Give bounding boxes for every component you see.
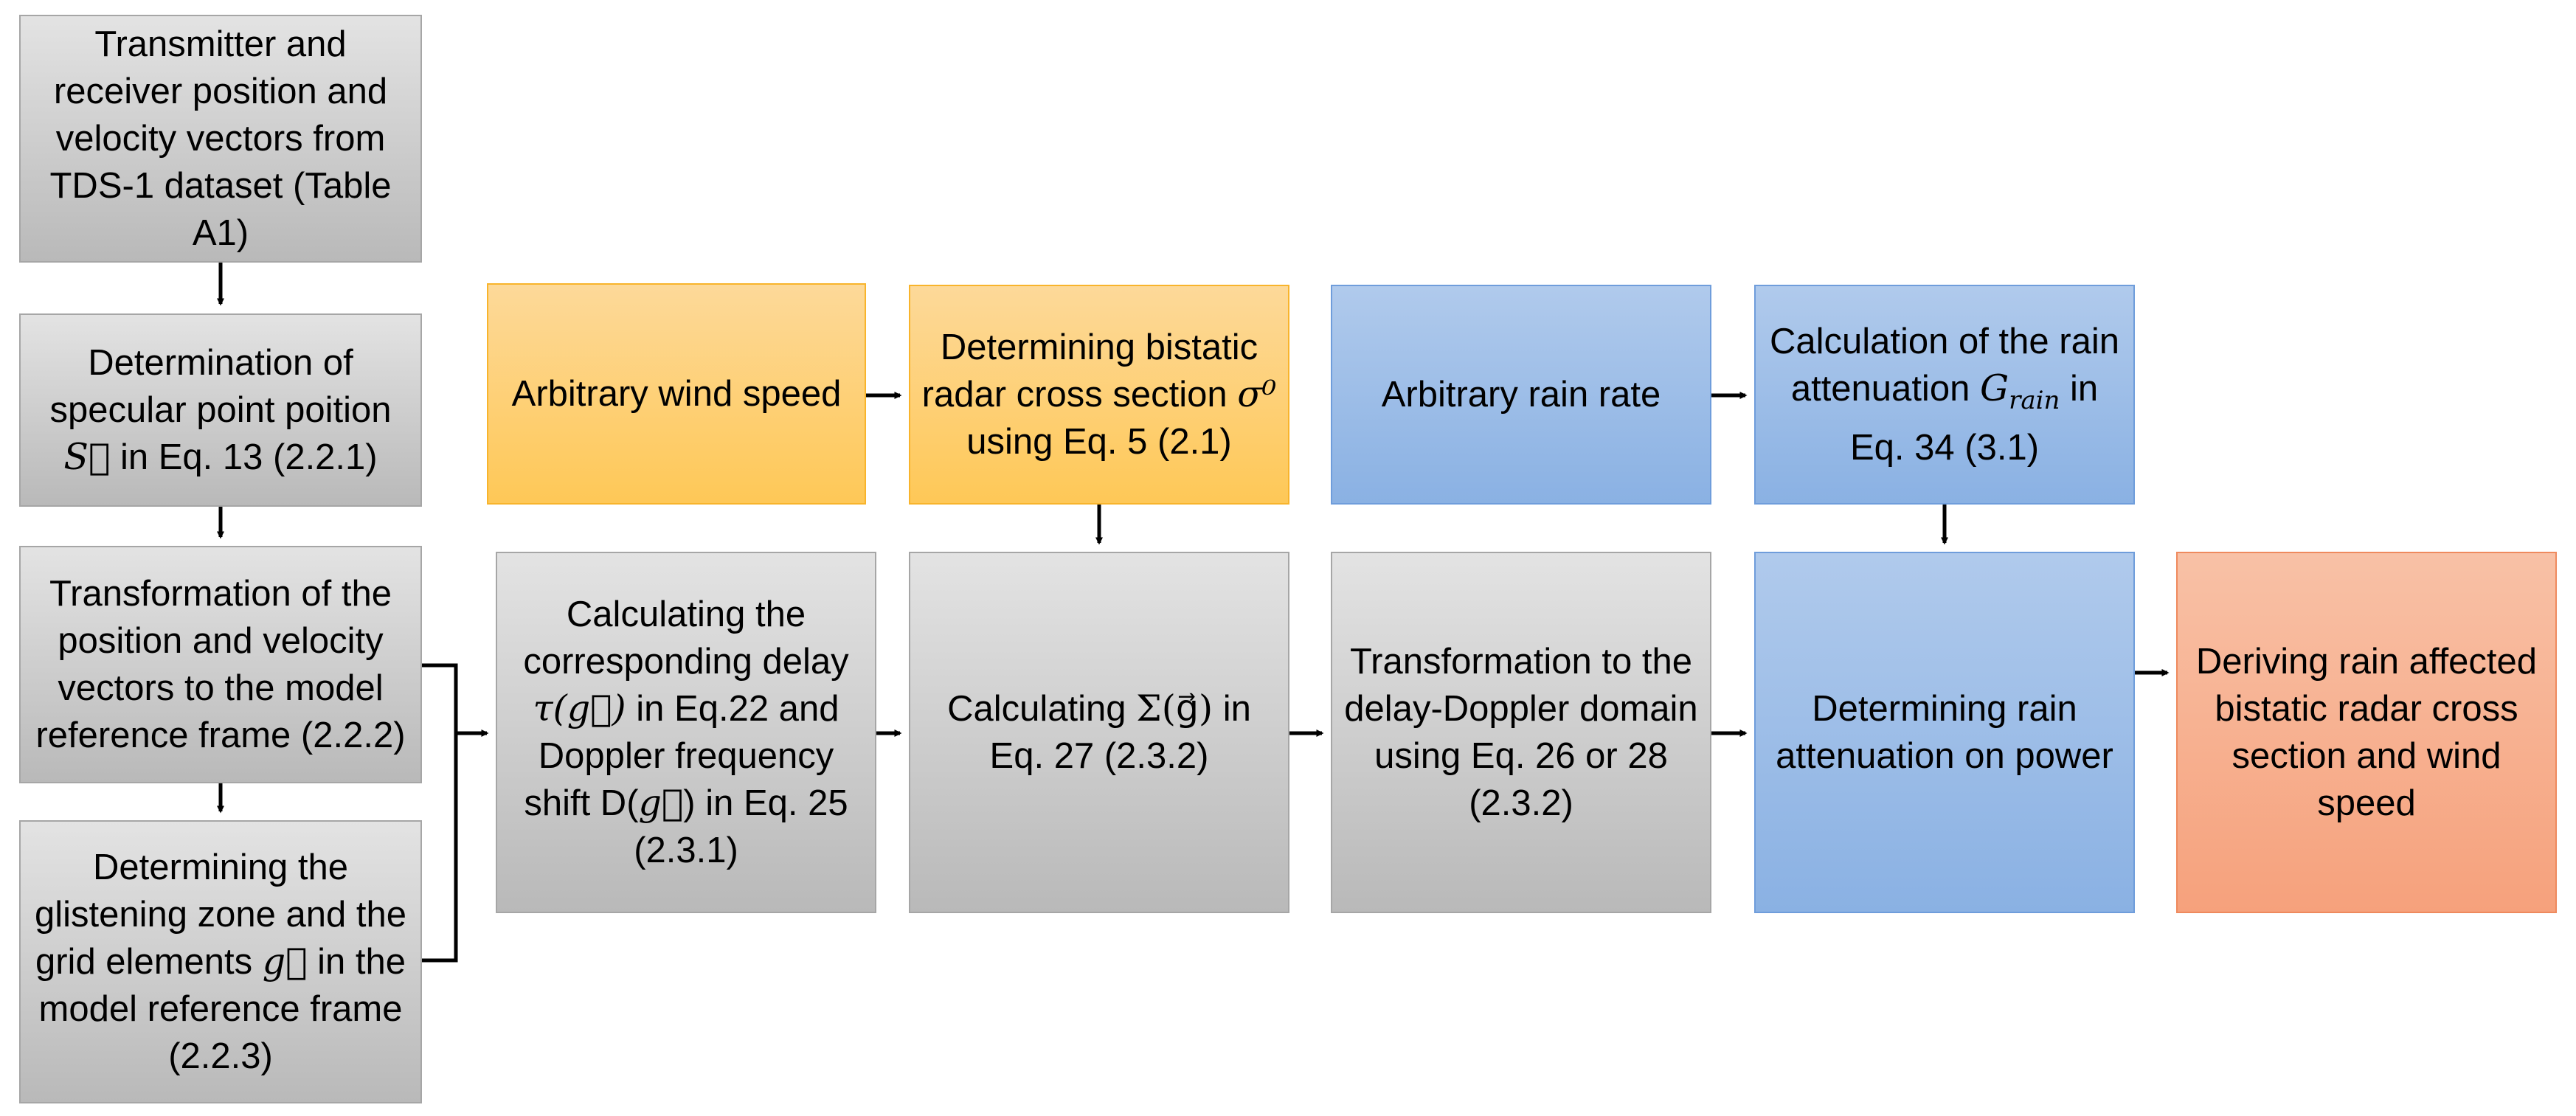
sigma-calc-box: Calculating Σ(g⃗) in Eq. 27 (2.3.2)	[909, 552, 1289, 913]
delay-doppler-domain-text: Transformation to the delay-Doppler doma…	[1344, 642, 1698, 823]
bistatic-rcs-text: Determining bistatic radar cross section…	[921, 327, 1277, 462]
tds1-input-box: Transmitter and receiver position and ve…	[19, 15, 422, 263]
rain-rate-text: Arbitrary rain rate	[1381, 375, 1661, 415]
reference-frame-transform-box: Transformation of the position and veloc…	[19, 546, 422, 783]
specular-point-text: Determination of specular point poition …	[49, 343, 392, 478]
rain-attenuation-calc-text: Calculation of the rain attenuation Grai…	[1770, 322, 2119, 468]
tds1-input-text: Transmitter and receiver position and ve…	[49, 24, 392, 253]
glistening-zone-box: Determining the glistening zone and the …	[19, 820, 422, 1103]
rain-attenuation-power-box: Determining rain attenuation on power	[1754, 552, 2135, 913]
rain-rate-box: Arbitrary rain rate	[1331, 285, 1711, 505]
delay-doppler-calc-box: Calculating the corresponding delay τ(g⃗…	[496, 552, 876, 913]
result-text: Deriving rain affected bistatic radar cr…	[2195, 642, 2538, 823]
sigma-calc-text: Calculating Σ(g⃗) in Eq. 27 (2.3.2)	[947, 687, 1251, 776]
wind-speed-box: Arbitrary wind speed	[487, 283, 866, 505]
delay-doppler-domain-box: Transformation to the delay-Doppler doma…	[1331, 552, 1711, 913]
bracket-left-merge	[422, 663, 458, 963]
reference-frame-transform-text: Transformation of the position and veloc…	[35, 574, 406, 755]
rain-attenuation-power-text: Determining rain attenuation on power	[1776, 689, 2113, 776]
wind-speed-text: Arbitrary wind speed	[511, 374, 842, 414]
specular-point-box: Determination of specular point poition …	[19, 313, 422, 507]
rain-attenuation-calc-box: Calculation of the rain attenuation Grai…	[1754, 285, 2135, 505]
delay-doppler-calc-text: Calculating the corresponding delay τ(g⃗…	[523, 595, 849, 870]
glistening-zone-text: Determining the glistening zone and the …	[35, 848, 406, 1076]
bistatic-rcs-box: Determining bistatic radar cross section…	[909, 285, 1289, 505]
result-box: Deriving rain affected bistatic radar cr…	[2176, 552, 2557, 913]
